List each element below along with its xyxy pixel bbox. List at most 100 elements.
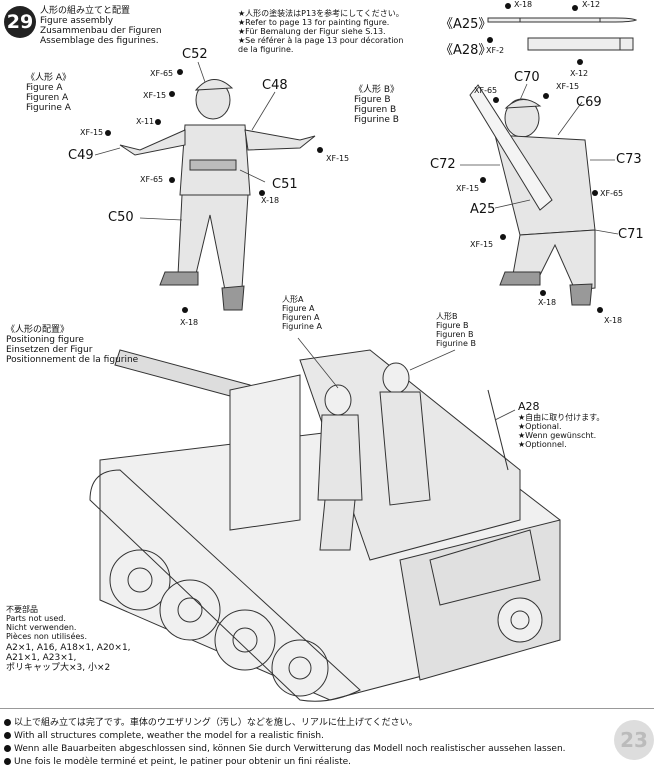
step-title: 人形の組み立てと配置 Figure assembly Zusammenbau d… bbox=[40, 6, 162, 46]
figure-a-heading-de: Figuren A bbox=[26, 93, 69, 103]
paint-label: XF-15 bbox=[80, 128, 104, 137]
vehicle-drawing bbox=[89, 349, 561, 702]
unused-parts-note: 不要部品 Parts not used. Nicht verwenden. Pi… bbox=[6, 605, 131, 673]
paint-label: XF-15 bbox=[326, 154, 350, 163]
figure-b-drawing bbox=[469, 84, 596, 306]
paint-label: XF-15 bbox=[456, 184, 480, 193]
page-number: 23 bbox=[614, 720, 654, 760]
footer-text: Une fois le modèle terminé et peint, le … bbox=[14, 757, 352, 767]
paint-note-de: ★Für Bemalung der Figur siehe S.13. bbox=[238, 27, 386, 36]
a28-label: 《A28》 bbox=[440, 43, 492, 58]
a28-note-en: ★Optional. bbox=[518, 422, 562, 431]
unused-parts-fr: Pièces non utilisées. bbox=[6, 632, 87, 641]
paint-label: X-18 bbox=[604, 316, 623, 325]
figure-b-tag-de: Figuren B bbox=[436, 330, 474, 339]
figure-a-tag: 人形A Figure A Figuren A Figurine A bbox=[282, 295, 322, 331]
unused-parts-jp: 不要部品 bbox=[6, 605, 38, 614]
a25-label: 《A25》 bbox=[440, 17, 492, 32]
bullet-icon bbox=[4, 745, 11, 752]
part-c51: C51 bbox=[272, 177, 298, 192]
a25-paint-1: X-18 bbox=[514, 0, 533, 9]
paint-label: XF-65 bbox=[150, 69, 174, 78]
a28-part-label: A28 bbox=[518, 400, 540, 413]
a28-paint-2: X-12 bbox=[570, 69, 589, 78]
paint-note-jp: ★人形の塗装法はP13を参考にしてください。 bbox=[238, 9, 404, 18]
shell-a28-drawing bbox=[527, 37, 634, 51]
step-title-jp: 人形の組み立てと配置 bbox=[40, 6, 131, 16]
paint-label: XF-65 bbox=[474, 86, 498, 95]
part-c50: C50 bbox=[108, 210, 134, 225]
paint-label: X-11 bbox=[136, 117, 155, 126]
figure-b-heading-en: Figure B bbox=[354, 95, 391, 105]
paint-label: X-18 bbox=[538, 298, 557, 307]
figure-a-heading-jp: 《人形 A》 bbox=[26, 73, 72, 83]
footer-text: With all structures complete, weather th… bbox=[14, 731, 324, 741]
figure-b-heading: 《人形 B》 Figure B Figuren B Figurine B bbox=[354, 85, 399, 125]
step-number-badge: 29 bbox=[4, 6, 36, 38]
footer-text: Wenn alle Bauarbeiten abgeschlossen sind… bbox=[14, 744, 566, 754]
footer-line-fr: Une fois le modèle terminé et peint, le … bbox=[4, 756, 351, 768]
positioning-heading-fr: Positionnement de la figurine bbox=[6, 355, 139, 365]
paint-label: XF-15 bbox=[470, 240, 494, 249]
figure-b-tag: 人形B Figure B Figuren B Figurine B bbox=[436, 312, 476, 348]
figure-b-tag-jp: 人形B bbox=[436, 312, 458, 321]
figure-b-tag-en: Figure B bbox=[436, 321, 469, 330]
a28-optional-note: A28 ★自由に取り付けます。 ★Optional. ★Wenn gewünsc… bbox=[518, 400, 604, 449]
a28-note-fr: ★Optionnel. bbox=[518, 440, 567, 449]
a28-note-de: ★Wenn gewünscht. bbox=[518, 431, 597, 440]
figure-a-drawing bbox=[119, 79, 316, 311]
paint-label: XF-65 bbox=[600, 189, 624, 198]
figure-a-tag-en: Figure A bbox=[282, 304, 315, 313]
footer-line-de: Wenn alle Bauarbeiten abgeschlossen sind… bbox=[4, 743, 566, 755]
step-title-en: Figure assembly bbox=[40, 16, 114, 26]
unused-parts-de: Nicht verwenden. bbox=[6, 623, 77, 632]
footer-text: 以上で組み立ては完了です。車体のウエザリング（汚し）などを施し、リアルに仕上げて… bbox=[14, 718, 418, 728]
step-title-fr: Assemblage des figurines. bbox=[40, 36, 159, 46]
paint-label: XF-15 bbox=[556, 82, 580, 91]
unused-parts-list-1: A2×1, A16, A18×1, A20×1, bbox=[6, 643, 131, 653]
figure-a-tag-de: Figuren A bbox=[282, 313, 320, 322]
figure-a-heading-en: Figure A bbox=[26, 83, 63, 93]
paint-label: X-18 bbox=[261, 196, 280, 205]
part-c73: C73 bbox=[616, 152, 642, 167]
part-c69: C69 bbox=[576, 95, 602, 110]
part-a25: A25 bbox=[470, 202, 496, 217]
shell-a25-drawing bbox=[487, 17, 638, 23]
footer-line-en: With all structures complete, weather th… bbox=[4, 730, 324, 742]
figure-b-heading-jp: 《人形 B》 bbox=[354, 85, 400, 95]
unused-parts-list-2: A21×1, A23×1, bbox=[6, 653, 77, 663]
bullet-icon bbox=[4, 719, 11, 726]
positioning-heading-de: Einsetzen der Figur bbox=[6, 345, 93, 355]
completion-footer: 以上で組み立ては完了です。車体のウエザリング（汚し）などを施し、リアルに仕上げて… bbox=[0, 708, 654, 769]
paint-note-en: ★Refer to page 13 for painting figure. bbox=[238, 18, 390, 27]
part-c48: C48 bbox=[262, 78, 288, 93]
part-c49: C49 bbox=[68, 148, 94, 163]
positioning-heading-en: Positioning figure bbox=[6, 335, 84, 345]
figure-a-tag-fr: Figurine A bbox=[282, 322, 322, 331]
unused-parts-list-3: ポリキャップ大×3, 小×2 bbox=[6, 663, 111, 673]
positioning-heading: 《人形の配置》 Positioning figure Einsetzen der… bbox=[6, 325, 138, 365]
paint-label: XF-65 bbox=[140, 175, 164, 184]
figure-b-heading-fr: Figurine B bbox=[354, 115, 399, 125]
footer-line-jp: 以上で組み立ては完了です。車体のウエザリング（汚し）などを施し、リアルに仕上げて… bbox=[4, 717, 418, 729]
figure-b-heading-de: Figuren B bbox=[354, 105, 397, 115]
a25-paint-3: XF-2 bbox=[486, 46, 505, 55]
bullet-icon bbox=[4, 732, 11, 739]
paint-label: X-18 bbox=[180, 318, 199, 327]
bullet-icon bbox=[4, 758, 11, 765]
paint-note-fr: ★Se référer à la page 13 pour décoration bbox=[238, 36, 404, 45]
paint-note: ★人形の塗装法はP13を参考にしてください。 ★Refer to page 13… bbox=[238, 9, 404, 54]
paint-note-fr-2: de la figurine. bbox=[238, 45, 294, 54]
paint-label: XF-15 bbox=[143, 91, 167, 100]
part-c72: C72 bbox=[430, 157, 456, 172]
a25-paint-2: X-12 bbox=[582, 0, 601, 9]
a28-note-jp: ★自由に取り付けます。 bbox=[518, 413, 605, 422]
part-c70: C70 bbox=[514, 70, 540, 85]
figure-a-tag-jp: 人形A bbox=[282, 295, 304, 304]
unused-parts-en: Parts not used. bbox=[6, 614, 66, 623]
figure-a-heading: 《人形 A》 Figure A Figuren A Figurine A bbox=[26, 73, 71, 113]
part-c71: C71 bbox=[618, 227, 644, 242]
part-c52: C52 bbox=[182, 47, 208, 62]
figure-b-tag-fr: Figurine B bbox=[436, 339, 476, 348]
